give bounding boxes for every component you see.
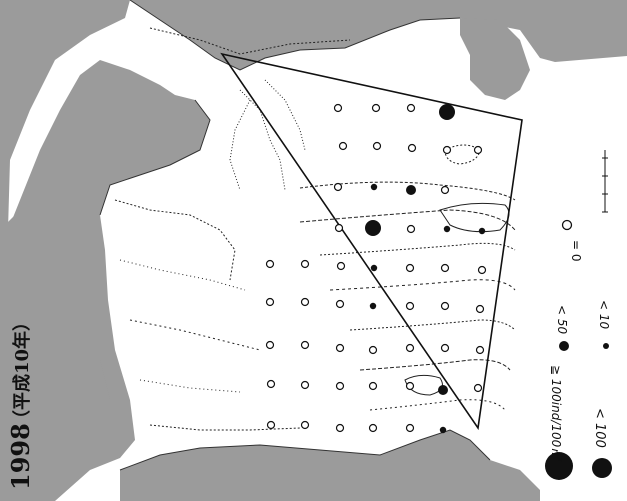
station-medium-dot-icon [438,385,448,395]
station-open-circle-icon [405,301,415,311]
era-label: （平成10年） [11,313,33,428]
legend-large-dot-icon [592,458,612,478]
station-open-circle-icon [335,343,345,353]
station-open-circle-icon [300,420,310,430]
station-large-dot-icon [365,220,381,236]
station-open-circle-icon [368,381,378,391]
legend: = 0 < 10 < 50 < 100 ≧ 100ind/100㎡ [545,150,612,480]
station-open-circle-icon [406,224,416,234]
station-open-circle-icon [440,185,450,195]
station-open-circle-icon [334,223,344,233]
legend-item-lt10: < 10 [597,300,611,349]
station-medium-dot-icon [406,185,416,195]
station-open-circle-icon [300,259,310,269]
station-open-circle-icon [475,304,485,314]
station-small-dot-icon [478,227,486,235]
legend-label-lt50: < 50 [555,305,569,335]
station-open-circle-icon [300,340,310,350]
station-open-circle-icon [335,381,345,391]
legend-small-dot-icon [603,343,609,349]
station-open-circle-icon [407,143,417,153]
station-open-circle-icon [335,423,345,433]
legend-medium-dot-icon [559,341,569,351]
scale-bar [602,150,608,213]
station-open-circle-icon [333,182,343,192]
legend-label-lt10: < 10 [597,300,611,330]
station-large-dot-icon [439,104,455,120]
station-open-circle-icon [371,103,381,113]
station-open-circle-icon [473,383,483,393]
station-open-circle-icon [368,345,378,355]
station-open-circle-icon [265,297,275,307]
legend-label-gte100: ≧ 100ind/100㎡ [549,365,563,462]
station-open-circle-icon [265,259,275,269]
legend-item-gte100: ≧ 100ind/100㎡ [545,365,573,480]
station-open-circle-icon [473,145,483,155]
station-small-dot-icon [443,225,451,233]
station-open-circle-icon [406,103,416,113]
station-open-circle-icon [336,261,346,271]
legend-item-lt100: < 100 [592,408,612,478]
station-open-circle-icon [440,343,450,353]
station-open-circle-icon [405,381,415,391]
legend-item-lt50: < 50 [555,305,569,351]
station-open-circle-icon [265,340,275,350]
station-open-circle-icon [405,263,415,273]
station-open-circle-icon [266,379,276,389]
survey-area-outline [220,52,523,431]
depth-contours [114,27,516,431]
station-open-circle-icon [442,145,452,155]
station-open-circle-icon [440,301,450,311]
sampling-stations [265,103,487,434]
station-small-dot-icon [369,302,377,310]
station-open-circle-icon [338,141,348,151]
station-small-dot-icon [370,264,378,272]
station-open-circle-icon [333,103,343,113]
legend-xlarge-dot-icon [545,452,573,480]
coastline [99,0,491,471]
station-open-circle-icon [300,380,310,390]
station-open-circle-icon [372,141,382,151]
land-southwest-peninsula [0,200,120,501]
legend-open-circle-icon [561,219,573,231]
land-northeast [460,18,530,100]
station-open-circle-icon [266,420,276,430]
station-open-circle-icon [440,263,450,273]
legend-item-zero: = 0 [561,219,583,262]
station-open-circle-icon [368,423,378,433]
station-open-circle-icon [300,297,310,307]
station-open-circle-icon [477,265,487,275]
year-number: 1998 [6,423,35,490]
station-open-circle-icon [405,343,415,353]
station-small-dot-icon [439,426,447,434]
land-south [120,430,540,501]
station-small-dot-icon [370,183,378,191]
station-open-circle-icon [335,299,345,309]
station-open-circle-icon [405,423,415,433]
legend-label-zero: = 0 [569,240,583,262]
station-open-circle-icon [475,345,485,355]
year-label: 1998 （平成10年） [6,313,35,490]
legend-label-lt100: < 100 [592,408,607,448]
